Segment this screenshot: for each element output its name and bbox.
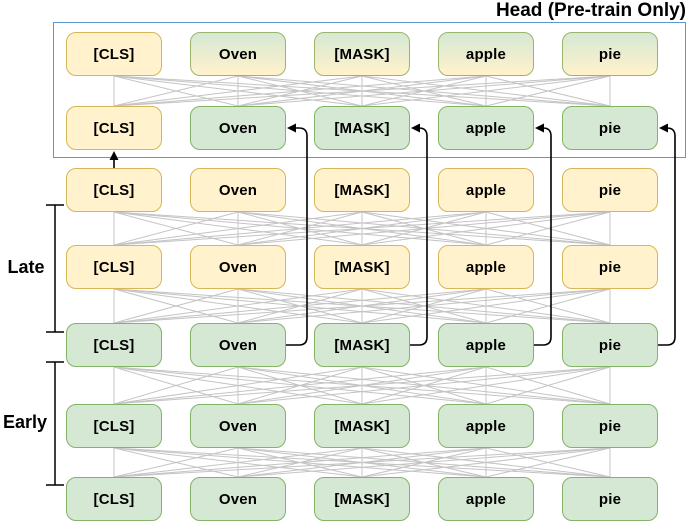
token-box: apple bbox=[438, 477, 534, 521]
diagram-title: Head (Pre-train Only) bbox=[495, 0, 686, 21]
token-box: apple bbox=[438, 404, 534, 448]
token-box: pie bbox=[562, 404, 658, 448]
token-box: [CLS] bbox=[66, 32, 162, 76]
token-box: [CLS] bbox=[66, 106, 162, 150]
token-box: pie bbox=[562, 477, 658, 521]
token-box: apple bbox=[438, 32, 534, 76]
token-box: [CLS] bbox=[66, 323, 162, 367]
token-box: apple bbox=[438, 106, 534, 150]
token-box: apple bbox=[438, 168, 534, 212]
token-box: [MASK] bbox=[314, 32, 410, 76]
token-box: Oven bbox=[190, 168, 286, 212]
token-box: pie bbox=[562, 106, 658, 150]
token-box: pie bbox=[562, 168, 658, 212]
token-box: [MASK] bbox=[314, 168, 410, 212]
token-box: Oven bbox=[190, 32, 286, 76]
token-box: [CLS] bbox=[66, 477, 162, 521]
token-box: [MASK] bbox=[314, 323, 410, 367]
token-box: [MASK] bbox=[314, 106, 410, 150]
head-pretrain-box bbox=[53, 22, 686, 158]
token-box: Oven bbox=[190, 245, 286, 289]
early-section-label: Early bbox=[2, 412, 48, 432]
token-box: [CLS] bbox=[66, 168, 162, 212]
late-bracket bbox=[46, 204, 64, 333]
token-box: pie bbox=[562, 323, 658, 367]
token-box: [CLS] bbox=[66, 245, 162, 289]
token-box: Oven bbox=[190, 106, 286, 150]
token-box: apple bbox=[438, 245, 534, 289]
token-box: [MASK] bbox=[314, 245, 410, 289]
token-box: [MASK] bbox=[314, 404, 410, 448]
token-box: Oven bbox=[190, 323, 286, 367]
token-box: Oven bbox=[190, 404, 286, 448]
token-box: [MASK] bbox=[314, 477, 410, 521]
token-box: pie bbox=[562, 32, 658, 76]
token-box: Oven bbox=[190, 477, 286, 521]
token-box: [CLS] bbox=[66, 404, 162, 448]
late-section-label: Late bbox=[7, 257, 45, 277]
token-box: apple bbox=[438, 323, 534, 367]
token-box: pie bbox=[562, 245, 658, 289]
